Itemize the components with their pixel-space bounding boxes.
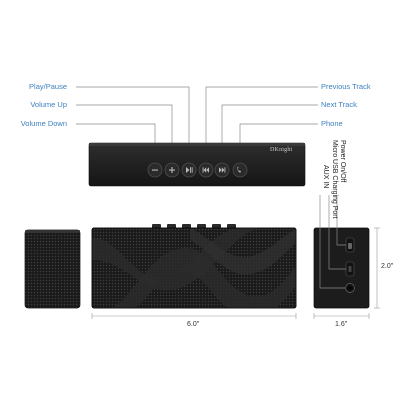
dimension-length: 6.0" (187, 321, 200, 328)
volume-up-icon (169, 167, 175, 173)
label-volume-up: Volume Up (30, 100, 67, 109)
dimension-height: 2.0" (381, 263, 394, 270)
port-leader-lines (319, 195, 346, 289)
speaker-top-view (88, 142, 306, 187)
speaker-front-view (91, 224, 297, 309)
label-next-track: Next Track (321, 100, 357, 109)
previous-track-icon (202, 167, 209, 173)
label-play-pause: Play/Pause (29, 82, 67, 91)
next-track-icon (219, 167, 226, 173)
volume-down-icon (152, 169, 158, 171)
dimension-depth: 1.6" (335, 321, 348, 328)
label-power-on-off: Power On/Off (339, 140, 346, 183)
button-volume-up[interactable] (164, 162, 180, 178)
leader-lines (76, 86, 318, 157)
label-micro-usb: Micro USB Charging Port (331, 140, 338, 219)
leader-play-pause (76, 86, 190, 157)
label-aux-in: AUX IN (322, 165, 329, 189)
button-play-pause[interactable] (181, 162, 197, 178)
phone-icon (237, 166, 242, 173)
label-phone: Phone (321, 119, 343, 128)
dimension-lines (91, 227, 380, 319)
play-pause-icon (186, 167, 193, 173)
button-previous-track[interactable] (198, 162, 214, 178)
label-volume-down: Volume Down (20, 119, 67, 128)
button-phone[interactable] (232, 162, 248, 178)
wave-pattern (92, 228, 296, 308)
label-previous-track: Previous Track (321, 82, 371, 91)
leader-volume-up (76, 104, 173, 157)
button-volume-down[interactable] (147, 162, 163, 178)
leader-next-track (221, 104, 318, 157)
leader-previous-track (205, 86, 318, 157)
button-next-track[interactable] (214, 162, 230, 178)
brand-logo: DKnight (270, 147, 293, 153)
speaker-side-view (24, 229, 81, 309)
speaker-end-view (313, 227, 370, 309)
